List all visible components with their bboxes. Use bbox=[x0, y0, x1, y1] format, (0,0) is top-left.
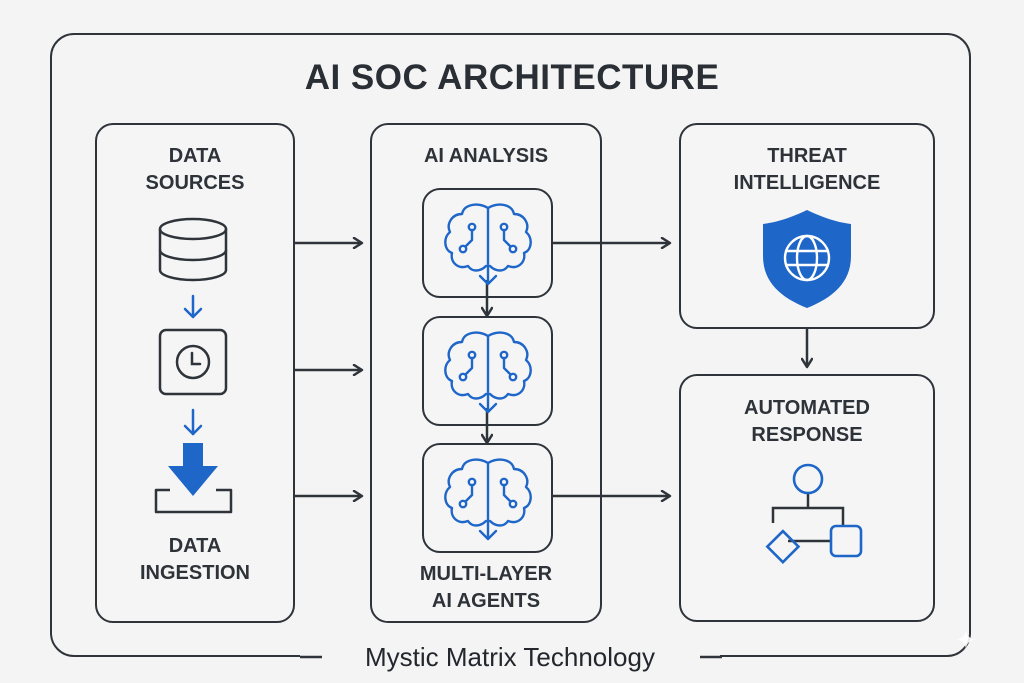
brain-circuit-icon bbox=[444, 331, 532, 414]
data-ingestion-label: DATA INGESTION bbox=[139, 535, 250, 584]
arrow-down-icon bbox=[183, 408, 203, 436]
footer-banner: Mystic Matrix Technology bbox=[300, 640, 720, 674]
shield-globe-icon bbox=[763, 210, 851, 308]
sparkle-icon: ✦ bbox=[955, 625, 977, 655]
data-sources-label: DATA SOURCES bbox=[145, 145, 245, 194]
download-tray-icon bbox=[154, 443, 233, 514]
arrow-down-icon bbox=[183, 294, 203, 319]
diagram-title: AI SOC ARCHITECTURE bbox=[304, 58, 720, 97]
automated-response-label: AUTOMATED RESPONSE bbox=[744, 397, 870, 446]
footer-text: Mystic Matrix Technology bbox=[365, 642, 655, 672]
workflow-icon bbox=[765, 463, 863, 565]
brain-circuit-icon bbox=[444, 458, 532, 541]
multi-layer-agents-label: MULTI-LAYER AI AGENTS bbox=[419, 563, 553, 612]
threat-intelligence-label: THREAT INTELLIGENCE bbox=[733, 145, 881, 194]
database-icon bbox=[158, 217, 228, 282]
clock-icon bbox=[158, 328, 228, 396]
brain-circuit-icon bbox=[444, 203, 532, 286]
ai-analysis-label: AI ANALYSIS bbox=[423, 145, 549, 167]
data-sources-panel bbox=[95, 123, 295, 623]
